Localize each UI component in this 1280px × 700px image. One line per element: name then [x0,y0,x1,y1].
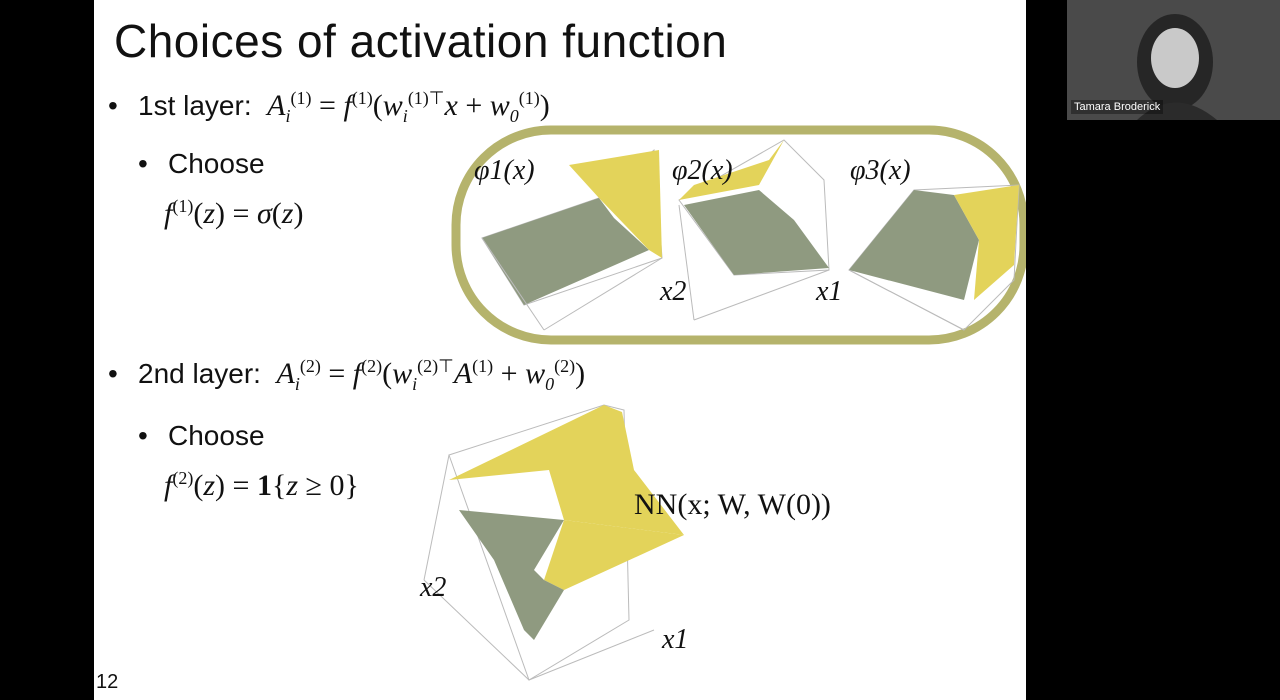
plot-phi2-surface [678,139,830,321]
sub-bullet-choose-1: •Choose [138,148,265,179]
label-x2-nn: x2 [420,572,447,603]
label-phi2: φ2(x) [672,155,733,186]
bullet-second-layer: •2nd layer: Ai(2) = f(2)(wi(2)⊤A(1) + w0… [108,356,586,394]
label-nn: NN(x; W, W(0)) [634,488,831,521]
plot-phi3-surface [848,184,1020,331]
choose-label-1: Choose [168,148,265,179]
plot-phi1-surface [481,148,663,331]
bullet-label-first-layer: 1st layer: [138,90,260,121]
formula-second-layer: Ai(2) = f(2)(wi(2)⊤A(1) + w0(2)) [276,356,586,394]
plot-nn-surface [423,404,684,681]
label-phi1: φ1(x) [474,155,535,186]
participant-name: Tamara Broderick [1071,100,1164,114]
highlight-loop [451,125,1026,345]
plots-canvas [423,125,1026,681]
label-phi3: φ3(x) [850,155,911,186]
formula-indicator: f(2)(z) = 1{z ≥ 0} [164,468,359,502]
slide-title: Choices of activation function [114,15,728,67]
slide: Choices of activation function •1st laye… [94,0,1026,700]
choose-label-2: Choose [168,420,265,451]
label-x1-top: x1 [816,276,843,307]
label-x1-nn: x1 [662,624,689,655]
formula-first-layer: Ai(1) = f(1)(wi(1)⊤x + w0(1)) [267,88,550,126]
bullet-first-layer: •1st layer: Ai(1) = f(1)(wi(1)⊤x + w0(1)… [108,88,550,126]
label-x2-top: x2 [660,276,687,307]
sub-bullet-choose-2: •Choose [138,420,265,451]
page-number: 12 [96,671,119,693]
participant-video-tile[interactable]: Tamara Broderick [1067,0,1280,120]
bullet-label-second-layer: 2nd layer: [138,358,269,389]
formula-sigmoid: f(1)(z) = σ(z) [164,196,304,230]
participant-avatar [1067,0,1280,120]
